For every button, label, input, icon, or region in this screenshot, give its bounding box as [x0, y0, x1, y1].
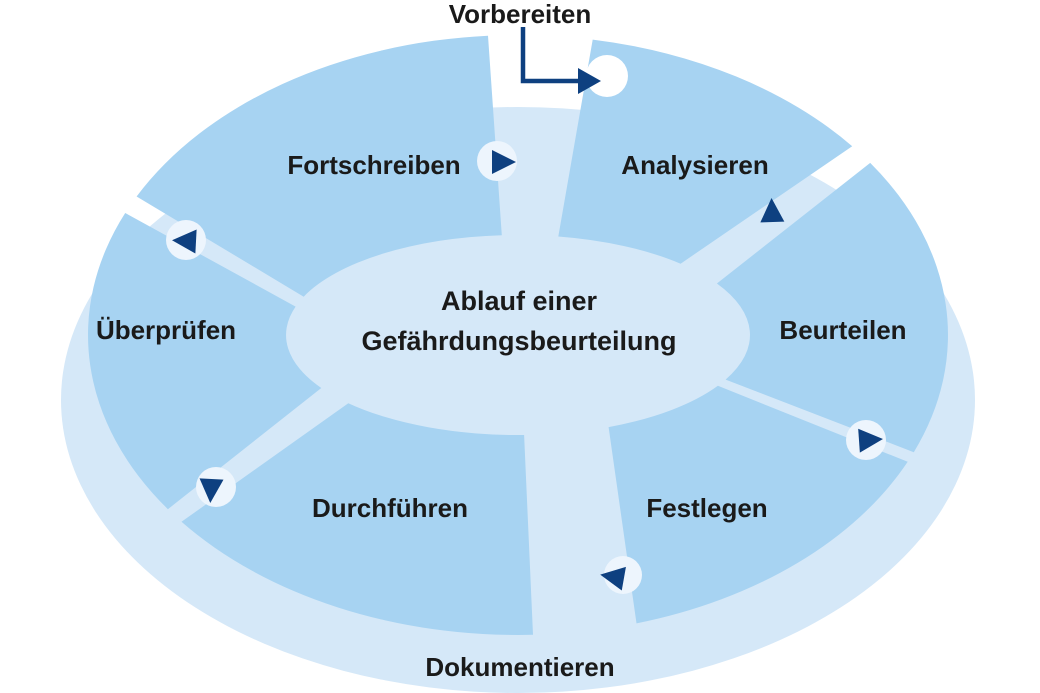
segment-wedges: [88, 35, 948, 635]
flow-arrow-icon: [492, 150, 516, 174]
flow-arrow-icon: [858, 428, 883, 453]
segment-label-durchfuehren: Durchführen: [312, 493, 468, 523]
segment-label-beurteilen: Beurteilen: [779, 315, 906, 345]
wedge-durchfuehren: [181, 403, 533, 635]
flow-arrow-icon: [172, 229, 197, 254]
segment-label-analysieren: Analysieren: [621, 150, 768, 180]
documentation-ring-label: Dokumentieren: [425, 652, 614, 682]
flow-arrow-icon: [760, 198, 785, 223]
entry-arrow-head-icon: [578, 68, 601, 94]
wedge-analysieren: [558, 39, 853, 264]
segment-label-festlegen: Festlegen: [646, 493, 767, 523]
wedge-ueberpruefen: [88, 213, 322, 510]
flow-arrow-icon: [600, 566, 626, 591]
wedge-beurteilen: [716, 162, 948, 453]
junction-notch: [586, 55, 628, 97]
center-title-line2: Gefährdungsbeurteilung: [361, 326, 676, 356]
flow-arrow-icon: [199, 478, 224, 503]
wedge-festlegen: [608, 385, 908, 624]
center-title-line1: Ablauf einer: [441, 286, 598, 316]
wedge-fortschreiben: [136, 35, 502, 297]
segment-label-fortschreiben: Fortschreiben: [287, 150, 460, 180]
entry-step-label: Vorbereiten: [449, 0, 592, 29]
entry-arrow-line: [520, 27, 579, 84]
segment-label-ueberpruefen: Überprüfen: [96, 315, 236, 345]
flow-arrows: [172, 150, 883, 591]
